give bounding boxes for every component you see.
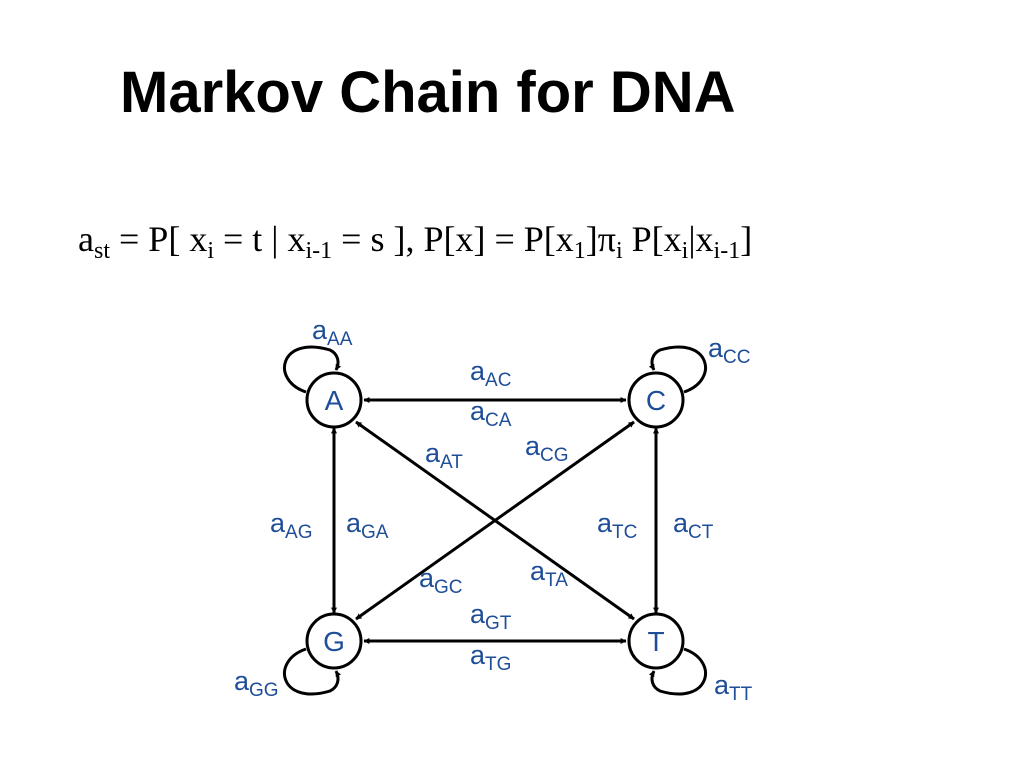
transition-formula: ast = P[ xi = t | xi-1 = s ], P[x] = P[x…: [78, 218, 753, 264]
edge-label-AA: aAA: [312, 315, 353, 350]
formula-part: ]π: [585, 219, 616, 259]
self-loop-G: [283, 647, 342, 696]
edge-label-TT: aTT: [714, 670, 753, 705]
node-label-C: C: [646, 385, 666, 416]
formula-part: = P[ x: [110, 219, 208, 259]
edge-label-GT: aGT: [470, 599, 512, 634]
node-G: G: [305, 612, 363, 670]
self-loop-T: [648, 647, 707, 696]
formula-part: a: [78, 219, 94, 259]
page-title: Markov Chain for DNA: [120, 60, 736, 125]
edge-label-TA: aTA: [530, 556, 568, 591]
node-label-A: A: [325, 385, 344, 416]
edge-label-GA: aGA: [346, 508, 389, 543]
formula-subscript: i-1: [713, 238, 741, 264]
formula-part: |x: [688, 219, 714, 259]
formula-part: = s ], P[x] = P[x: [332, 219, 574, 259]
node-label-G: G: [323, 626, 345, 657]
node-C: C: [627, 371, 685, 429]
self-loop-A: [283, 345, 342, 394]
node-label-T: T: [647, 626, 664, 657]
formula-part: ]: [740, 219, 753, 259]
formula-subscript: i: [615, 238, 623, 264]
edge-label-AC: aAC: [470, 356, 511, 391]
formula-subscript: i: [681, 238, 689, 264]
formula-subscript: i-1: [305, 238, 333, 264]
node-T: T: [627, 612, 685, 670]
edge-label-GC: aGC: [419, 563, 463, 598]
edge-label-AT: aAT: [425, 438, 463, 473]
edge-label-CA: aCA: [470, 396, 512, 431]
edge-label-TC: aTC: [597, 508, 637, 543]
edge-label-GG: aGG: [234, 666, 279, 701]
formula-part: P[x: [622, 219, 682, 259]
edge-label-CC: aCC: [708, 333, 750, 368]
edge-label-CT: aCT: [673, 508, 714, 543]
formula-subscript: i: [207, 238, 214, 264]
formula-part: = t | x: [213, 219, 306, 259]
formula-subscript: st: [93, 238, 110, 264]
node-A: A: [305, 371, 363, 429]
formula-subscript: 1: [573, 238, 586, 264]
edge-label-TG: aTG: [470, 640, 511, 675]
edge-C-G: [355, 420, 635, 621]
edge-label-AG: aAG: [270, 508, 312, 543]
edge-label-CG: aCG: [525, 431, 569, 466]
self-loop-C: [648, 345, 707, 394]
